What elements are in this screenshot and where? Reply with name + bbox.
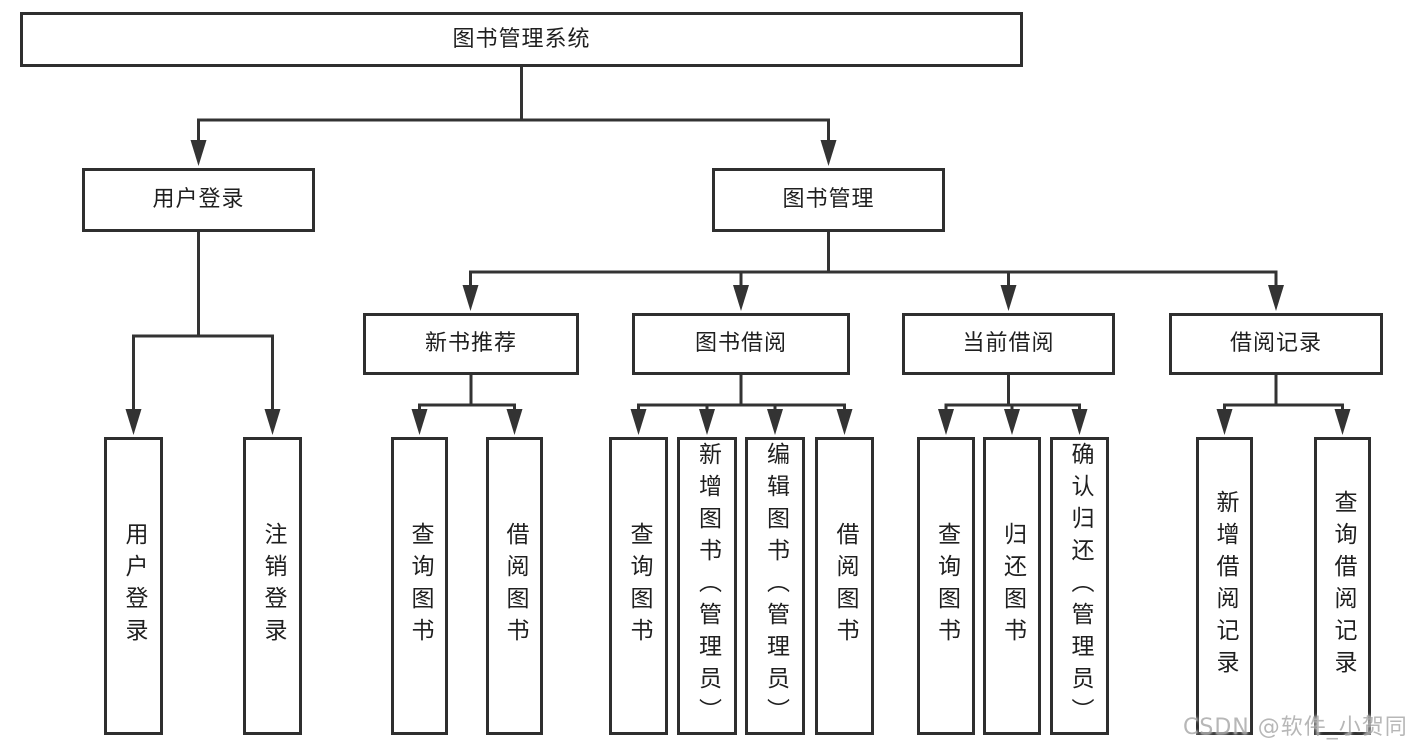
- node-system-root: 图书管理系统: [20, 12, 1023, 67]
- node-system-root-label: 图书管理系统: [452, 26, 591, 52]
- leaf-cb-query-books: 查询图书: [917, 437, 975, 735]
- leaf-nbr-borrow-books: 借阅图书: [486, 437, 543, 735]
- leaf-user-login-label: 用户登录: [121, 522, 147, 650]
- node-new-book-recommendation: 新书推荐: [363, 313, 579, 375]
- node-book-borrowing-label: 图书借阅: [694, 331, 787, 356]
- leaf-bb-borrow-books-label: 借阅图书: [832, 522, 858, 650]
- leaf-bb-query-books: 查询图书: [609, 437, 668, 735]
- leaf-bb-add-books-admin-label: 新增图书（管理员）: [694, 442, 721, 730]
- leaf-bb-borrow-books: 借阅图书: [815, 437, 874, 735]
- leaf-br-add-record: 新增借阅记录: [1196, 437, 1253, 735]
- leaf-bb-query-books-label: 查询图书: [626, 522, 652, 650]
- leaf-bb-edit-books-admin-label: 编辑图书（管理员）: [762, 442, 789, 730]
- node-user-login-label: 用户登录: [152, 187, 245, 212]
- leaf-br-query-record: 查询借阅记录: [1314, 437, 1371, 735]
- leaf-cb-return-books: 归还图书: [983, 437, 1041, 735]
- csdn-watermark: CSDN @软件_小贺同学: [1183, 715, 1405, 740]
- leaf-logout-label: 注销登录: [260, 522, 286, 650]
- node-book-management: 图书管理: [712, 168, 945, 232]
- leaf-nbr-query-books-label: 查询图书: [407, 522, 433, 650]
- node-borrowing-records-label: 借阅记录: [1229, 331, 1322, 356]
- leaf-cb-query-books-label: 查询图书: [933, 522, 960, 650]
- leaf-cb-return-books-label: 归还图书: [999, 522, 1026, 650]
- leaf-user-login: 用户登录: [104, 437, 163, 735]
- leaf-logout: 注销登录: [243, 437, 302, 735]
- leaf-bb-add-books-admin: 新增图书（管理员）: [677, 437, 737, 735]
- leaf-br-add-record-label: 新增借阅记录: [1212, 490, 1238, 682]
- node-borrowing-records: 借阅记录: [1169, 313, 1383, 375]
- node-user-login: 用户登录: [82, 168, 315, 232]
- leaf-bb-edit-books-admin: 编辑图书（管理员）: [745, 437, 805, 735]
- node-book-borrowing: 图书借阅: [632, 313, 850, 375]
- leaf-nbr-borrow-books-label: 借阅图书: [502, 522, 528, 650]
- node-book-management-label: 图书管理: [782, 187, 875, 212]
- node-new-book-recommendation-label: 新书推荐: [424, 331, 517, 356]
- node-current-borrowing-label: 当前借阅: [962, 331, 1055, 356]
- leaf-cb-confirm-return-admin: 确认归还（管理员）: [1050, 437, 1109, 735]
- leaf-cb-confirm-return-admin-label: 确认归还（管理员）: [1067, 442, 1093, 730]
- node-current-borrowing: 当前借阅: [902, 313, 1115, 375]
- leaf-nbr-query-books: 查询图书: [391, 437, 448, 735]
- leaf-br-query-record-label: 查询借阅记录: [1330, 490, 1356, 682]
